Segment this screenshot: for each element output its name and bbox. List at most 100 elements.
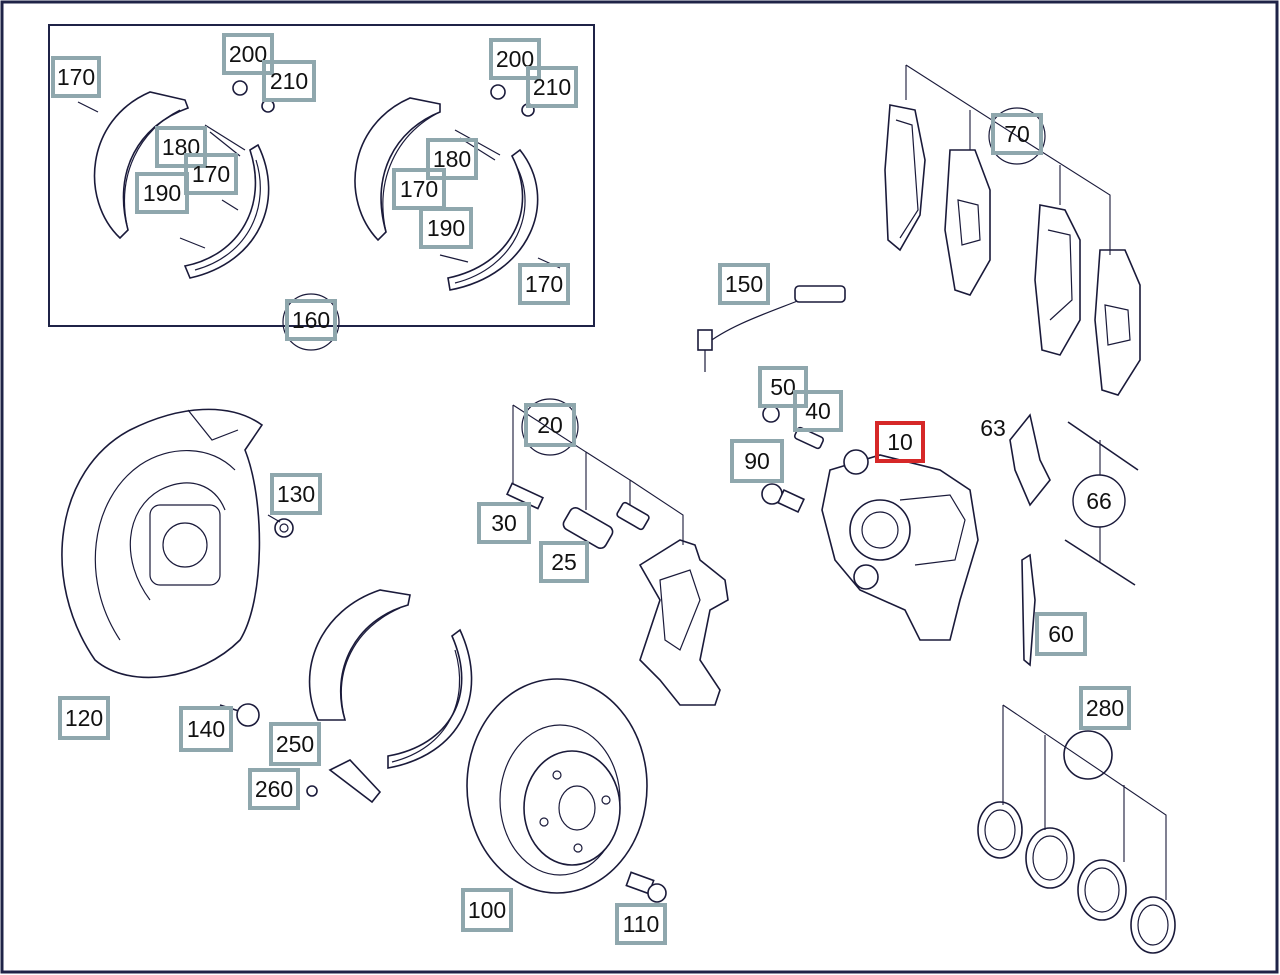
callout-20[interactable]: 20 bbox=[521, 398, 579, 456]
callout-label: 40 bbox=[805, 398, 831, 424]
callout-circle bbox=[521, 398, 579, 456]
callout-180[interactable]: 180 bbox=[426, 138, 478, 180]
callout-box bbox=[526, 66, 578, 108]
caliper-bracket bbox=[512, 404, 729, 706]
callout-box bbox=[730, 439, 784, 483]
callout-label: 50 bbox=[770, 374, 796, 400]
callout-260[interactable]: 260 bbox=[248, 768, 300, 810]
callout-box bbox=[758, 366, 808, 408]
callout-250[interactable]: 250 bbox=[269, 722, 321, 766]
bolt-90-part bbox=[761, 483, 805, 514]
parking-brake-shoe-lower bbox=[308, 589, 473, 769]
callout-170[interactable]: 170 bbox=[51, 56, 101, 98]
callout-box bbox=[222, 33, 274, 75]
guide-pin-30-part bbox=[505, 482, 545, 510]
callout-circle bbox=[988, 107, 1046, 165]
callout-label: 170 bbox=[192, 161, 230, 187]
spring-60-part bbox=[1021, 553, 1036, 667]
callout-box bbox=[58, 696, 110, 740]
callout-box bbox=[615, 903, 667, 945]
callout-box bbox=[477, 502, 531, 544]
callout-150[interactable]: 150 bbox=[718, 263, 770, 305]
brake-caliper bbox=[821, 449, 979, 641]
callout-box bbox=[793, 390, 843, 432]
callout-label: 180 bbox=[433, 146, 471, 172]
callout-label: 63 bbox=[980, 415, 1006, 441]
callout-190[interactable]: 190 bbox=[135, 172, 189, 214]
callout-66[interactable]: 66 bbox=[1072, 474, 1126, 528]
callout-label: 200 bbox=[229, 41, 267, 67]
callout-label: 170 bbox=[57, 64, 95, 90]
callout-160[interactable]: 160 bbox=[282, 293, 340, 351]
parking-brake-shoe-set-left bbox=[77, 80, 275, 279]
callout-box bbox=[270, 473, 322, 515]
callout-63[interactable]: 63 bbox=[980, 415, 1006, 441]
callout-highlight-box bbox=[875, 421, 925, 463]
callout-box bbox=[489, 38, 541, 80]
callout-label: 190 bbox=[143, 180, 181, 206]
cap-50-part bbox=[762, 405, 780, 423]
callout-label: 25 bbox=[551, 549, 577, 575]
callout-box bbox=[248, 768, 300, 810]
brake-disc bbox=[466, 678, 648, 894]
callout-90[interactable]: 90 bbox=[730, 439, 784, 483]
callout-140[interactable]: 140 bbox=[179, 706, 233, 752]
callout-label: 66 bbox=[1086, 488, 1112, 514]
callout-60[interactable]: 60 bbox=[1035, 612, 1087, 656]
callout-label: 100 bbox=[468, 897, 506, 923]
callout-box bbox=[135, 172, 189, 214]
callout-label: 280 bbox=[1086, 695, 1124, 721]
callout-200[interactable]: 200 bbox=[489, 38, 541, 80]
callout-label: 210 bbox=[270, 68, 308, 94]
callout-190[interactable]: 190 bbox=[419, 207, 473, 249]
callout-170[interactable]: 170 bbox=[392, 168, 446, 210]
callout-label: 110 bbox=[623, 911, 660, 937]
callout-box bbox=[1079, 686, 1131, 730]
callout-circle bbox=[1072, 474, 1126, 528]
guide-bushing-25-part bbox=[562, 501, 650, 549]
callout-130[interactable]: 130 bbox=[270, 473, 322, 515]
callout-210[interactable]: 210 bbox=[526, 66, 578, 108]
callout-box bbox=[461, 888, 513, 932]
callout-label: 90 bbox=[744, 448, 770, 474]
callout-label: 190 bbox=[427, 215, 465, 241]
callout-box bbox=[419, 207, 473, 249]
callout-70[interactable]: 70 bbox=[988, 107, 1046, 165]
callout-box bbox=[518, 263, 570, 305]
callout-box bbox=[179, 706, 233, 752]
callout-label: 210 bbox=[533, 74, 571, 100]
callout-280[interactable]: 280 bbox=[1079, 686, 1131, 730]
seal-kit bbox=[977, 704, 1176, 954]
callout-label: 20 bbox=[537, 412, 563, 438]
callout-label: 60 bbox=[1048, 621, 1074, 647]
parking-brake-shoe-set-right bbox=[354, 84, 561, 291]
brake-backing-plate bbox=[61, 408, 264, 679]
callout-120[interactable]: 120 bbox=[58, 696, 110, 740]
callout-box bbox=[51, 56, 101, 98]
callout-label: 30 bbox=[491, 510, 517, 536]
callout-box bbox=[991, 113, 1043, 155]
callout-30[interactable]: 30 bbox=[477, 502, 531, 544]
callout-10[interactable]: 10 bbox=[875, 421, 925, 463]
callout-box bbox=[524, 403, 576, 447]
bleed-screw-40-part bbox=[793, 426, 825, 450]
callout-210[interactable]: 210 bbox=[262, 60, 316, 102]
callout-50[interactable]: 50 bbox=[758, 366, 808, 408]
callout-label: 170 bbox=[525, 271, 563, 297]
callout-label: 170 bbox=[400, 176, 438, 202]
adjuster-part bbox=[306, 759, 382, 804]
callout-25[interactable]: 25 bbox=[539, 541, 589, 583]
callout-40[interactable]: 40 bbox=[793, 390, 843, 432]
callout-box bbox=[718, 263, 770, 305]
callout-170[interactable]: 170 bbox=[518, 263, 570, 305]
callout-200[interactable]: 200 bbox=[222, 33, 274, 75]
brake-pad-set bbox=[884, 64, 1141, 396]
callout-label: 70 bbox=[1004, 121, 1030, 147]
screw-110-part bbox=[625, 871, 667, 903]
callout-170[interactable]: 170 bbox=[184, 153, 238, 195]
callout-110[interactable]: 110 bbox=[615, 903, 667, 945]
callout-100[interactable]: 100 bbox=[461, 888, 513, 932]
callout-label: 150 bbox=[725, 271, 763, 297]
